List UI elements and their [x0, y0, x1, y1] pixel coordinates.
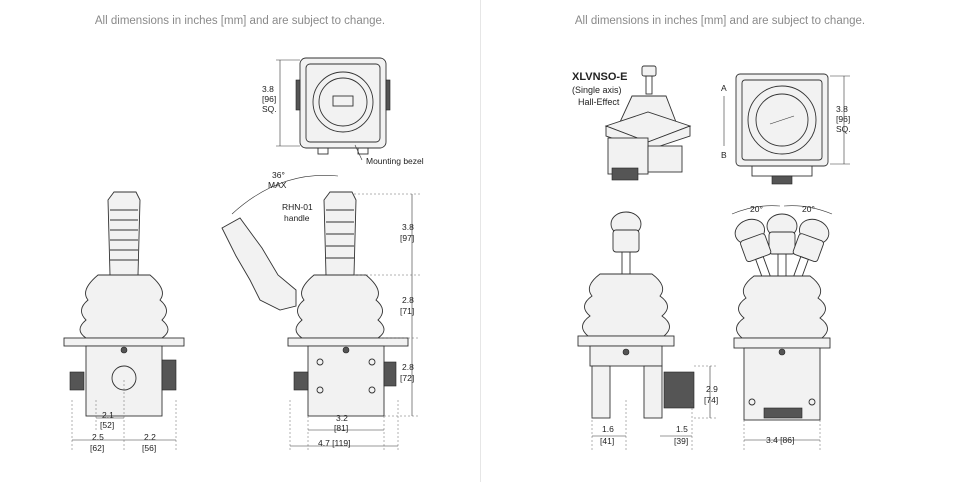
dim-2-8-upper: 2.8 — [402, 295, 414, 305]
axis-b: B — [721, 150, 727, 160]
front-view-left — [63, 191, 185, 417]
dim-62: [62] — [90, 443, 104, 453]
dim-52: [52] — [100, 420, 114, 430]
isometric-view — [604, 65, 692, 181]
top-view-right — [735, 73, 829, 185]
side-view-right — [733, 213, 831, 421]
top-sq-label: SQ. — [262, 104, 277, 114]
dim-3-2: 3.2 — [336, 413, 348, 423]
angle-36: 36° — [272, 170, 285, 180]
dim-2-8-lower: 2.8 — [402, 362, 414, 372]
front-view-right — [577, 211, 695, 419]
side-view-tilt — [221, 191, 409, 417]
axis-a: A — [721, 83, 727, 93]
dim-81: [81] — [334, 423, 348, 433]
dim-2-5: 2.5 — [92, 432, 104, 442]
dim-97: [97] — [400, 233, 414, 243]
dim-2-1: 2.1 — [102, 410, 114, 420]
mounting-bezel-label: Mounting bezel — [366, 156, 424, 166]
top-sq-mm: [96] — [262, 94, 276, 104]
handle-label: handle — [284, 213, 310, 223]
dim-39: [39] — [674, 436, 688, 446]
dim-41: [41] — [600, 436, 614, 446]
right-technical-drawing: XLVNSO-E (Single axis) Hall-Effect — [572, 65, 851, 450]
dim-1-5: 1.5 — [676, 424, 688, 434]
top-sq-mm-right: [96] — [836, 114, 850, 124]
top-sq-label-right: SQ. — [836, 124, 851, 134]
angle-left-20: 20° — [750, 204, 763, 214]
top-view — [295, 57, 391, 155]
dim-2-9: 2.9 — [706, 384, 718, 394]
dim-4-7: 4.7 [119] — [318, 438, 350, 448]
dim-3-8: 3.8 — [402, 222, 414, 232]
left-header: All dimensions in inches [mm] and are su… — [94, 15, 386, 27]
model-name: XLVNSO-E — [572, 71, 627, 83]
angle-right-20: 20° — [802, 204, 815, 214]
angle-max: MAX — [268, 180, 287, 190]
dim-2-2: 2.2 — [144, 432, 156, 442]
handle-model: RHN-01 — [282, 202, 313, 212]
dim-71: [71] — [400, 306, 414, 316]
left-drawing-panel: All dimensions in inches [mm] and are su… — [63, 15, 424, 453]
dim-56: [56] — [142, 443, 156, 453]
dim-3-4: 3.4 [86] — [766, 435, 794, 445]
panel-divider — [480, 0, 481, 482]
dim-1-6: 1.6 — [602, 424, 614, 434]
left-technical-drawing: 3.8 [96] SQ. Mounting bezel — [63, 57, 424, 453]
model-axis: (Single axis) — [572, 85, 622, 95]
top-sq-inch: 3.8 — [262, 84, 274, 94]
right-header: All dimensions in inches [mm] and are su… — [574, 15, 866, 27]
right-drawing-panel: All dimensions in inches [mm] and are su… — [480, 0, 960, 482]
top-sq-inch-right: 3.8 — [836, 104, 848, 114]
model-sensor: Hall-Effect — [578, 97, 620, 107]
dim-74: [74] — [704, 395, 718, 405]
dim-72: [72] — [400, 373, 414, 383]
